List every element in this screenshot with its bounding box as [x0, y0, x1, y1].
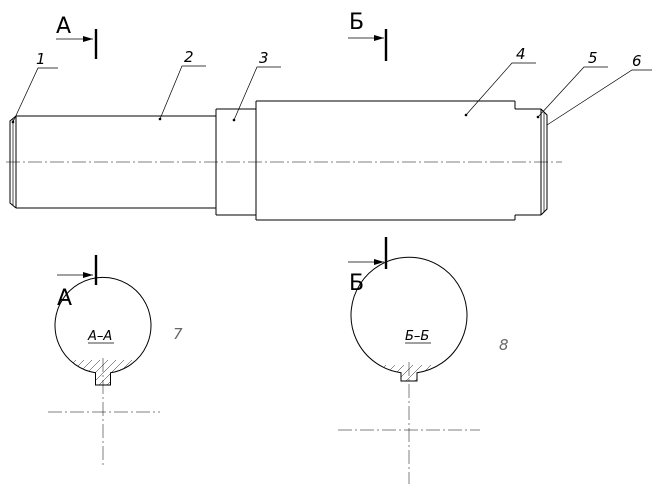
part-number-5: 5	[588, 49, 598, 67]
shaft-main-body	[255, 100, 516, 221]
section-b-outline	[350, 256, 468, 382]
shaft-view	[6, 100, 562, 221]
part-leaders: 1 2 3 4 5 6	[12, 45, 652, 126]
section-a-letter-bottom: А	[57, 286, 72, 311]
part-number-3: 3	[259, 49, 269, 67]
section-a-outline	[54, 276, 152, 386]
section-b-letter-bottom: Б	[349, 271, 364, 296]
section-a-marker-bottom: А	[57, 255, 98, 311]
section-view-a: А–А 7	[48, 276, 183, 466]
shaft-left-step	[9, 115, 216, 209]
section-a-number: 7	[173, 325, 183, 343]
section-view-b: Б–Б 8	[338, 256, 509, 484]
shaft-collar	[215, 108, 256, 216]
section-b-letter-top: Б	[349, 10, 364, 35]
section-b-title: Б–Б	[405, 329, 429, 344]
section-a-hatching	[55, 359, 152, 385]
part-number-1: 1	[36, 50, 46, 68]
part-number-4: 4	[516, 45, 526, 63]
shaft-right-step	[515, 108, 548, 216]
part-number-6: 6	[632, 52, 642, 70]
section-b-hatching	[351, 364, 467, 381]
part-number-2: 2	[184, 48, 194, 66]
section-b-marker-top: Б	[348, 10, 388, 61]
section-b-marker-bottom: Б	[348, 237, 388, 296]
section-a-title: А–А	[87, 329, 112, 344]
section-a-marker-top: А	[56, 14, 98, 59]
section-b-number: 8	[499, 336, 509, 354]
section-a-letter-top: А	[56, 14, 71, 39]
